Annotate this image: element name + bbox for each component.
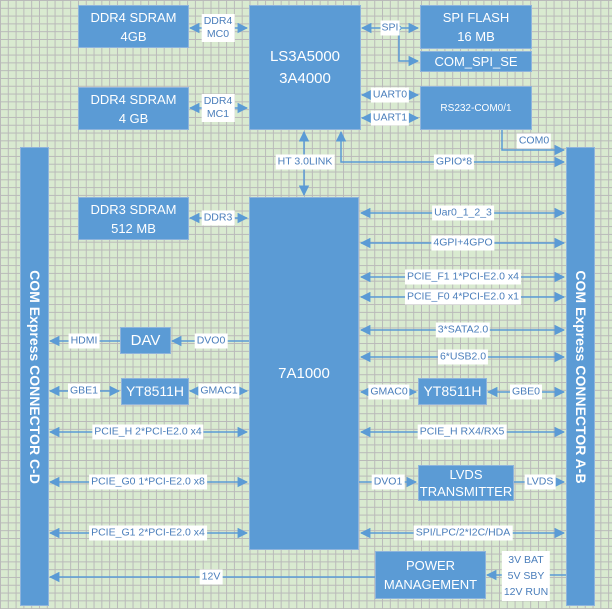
- connector-ab-label: COM Express CONNECTOR A-B: [572, 269, 589, 484]
- label-pcie-g1: PCIE_G1 2*PCI-E2.0 x4: [89, 525, 207, 541]
- cpu-name: LS3A5000: [269, 47, 341, 65]
- block-title: DDR3 SDRAM: [90, 201, 177, 217]
- spi-com-branch: [398, 28, 420, 67]
- label-gpi-gpo: 4GPI+4GPO: [431, 235, 495, 251]
- label-com0: COM0: [516, 133, 552, 149]
- label-uart0: UART0: [370, 87, 410, 103]
- block-title: YT8511H: [423, 383, 482, 399]
- ddr4-sdram-block-2: DDR4 SDRAM 4 GB: [78, 87, 189, 130]
- label-uart0123: Uar0_1_2_3: [432, 205, 494, 221]
- gpio-link: [335, 130, 566, 168]
- label-pcie-h: PCIE_H 2*PCI-E2.0 x4: [92, 424, 204, 440]
- bridge-block: 7A1000: [249, 197, 359, 550]
- power-management-block: POWER MANAGEMENT: [375, 551, 486, 599]
- connector-ab: COM Express CONNECTOR A-B: [566, 147, 595, 606]
- block-size: 4GB: [120, 28, 147, 44]
- com-spi-se-block: COM_SPI_SE: [420, 51, 532, 72]
- label-dvo1: DVO1: [371, 474, 405, 490]
- block-title: DDR4 SDRAM: [90, 9, 177, 25]
- dav-block: DAV: [120, 327, 171, 354]
- label-ddr3: DDR3: [201, 210, 235, 226]
- connector-cd-label: COM Express CONNECTOR C-D: [26, 269, 43, 484]
- label-pcie-g0: PCIE_G0 1*PCI-E2.0 x8: [89, 474, 207, 490]
- block-size: 512 MB: [111, 220, 156, 236]
- block-title: RS232-COM0/1: [440, 102, 512, 114]
- ddr3-sdram-block: DDR3 SDRAM 512 MB: [78, 197, 189, 240]
- label-gmac1: GMAC1: [198, 383, 240, 399]
- bridge-name: 7A1000: [278, 364, 330, 382]
- label-pcie-h-rx: PCIE_H RX4/RX5: [417, 424, 507, 440]
- label-gmac0: GMAC0: [368, 384, 410, 400]
- phy-right-block: YT8511H: [418, 378, 487, 405]
- label-dvo0: DVO0: [194, 333, 228, 349]
- label-ht-link: HT 3.0LINK: [275, 154, 335, 170]
- block-title: COM_SPI_SE: [434, 54, 518, 69]
- block-title: YT8511H: [125, 383, 185, 399]
- label-gbe0: GBE0: [509, 384, 543, 400]
- label-gbe1: GBE1: [67, 383, 101, 399]
- block-title: DDR4 SDRAM: [90, 91, 177, 107]
- label-12v: 12V: [199, 569, 223, 585]
- connector-cd: COM Express CONNECTOR C-D: [20, 147, 49, 606]
- block-size: 4 GB: [118, 110, 149, 126]
- ddr4-sdram-block-1: DDR4 SDRAM 4GB: [78, 5, 189, 48]
- label-spi-lpc: SPI/LPC/2*I2C/HDA: [413, 525, 513, 541]
- rs232-block: RS232-COM0/1: [420, 86, 532, 130]
- label-uart1: UART1: [370, 110, 410, 126]
- label-usb: 6*USB2.0: [437, 349, 489, 365]
- block-title: LVDS: [449, 467, 483, 482]
- cpu-block: LS3A5000 3A4000: [249, 5, 361, 130]
- block-subtitle: MANAGEMENT: [383, 577, 478, 592]
- spi-flash-block: SPI FLASH 16 MB: [420, 5, 532, 49]
- cpu-alt-name: 3A4000: [279, 69, 331, 87]
- block-title: DAV: [130, 331, 161, 349]
- block-title: SPI FLASH: [442, 10, 510, 25]
- label-lvds: LVDS: [524, 474, 556, 490]
- label-sata: 3*SATA2.0: [435, 322, 491, 338]
- block-size: 16 MB: [457, 29, 495, 44]
- phy-left-block: YT8511H: [121, 378, 189, 405]
- label-hdmi: HDMI: [68, 333, 100, 349]
- label-spi: SPI: [380, 20, 400, 36]
- label-pcie-f1: PCIE_F1 1*PCI-E2.0 x4: [404, 269, 522, 285]
- block-subtitle: TRANSMITTER: [419, 484, 513, 499]
- label-pcie-f0: PCIE_F0 4*PCI-E2.0 x1: [404, 289, 522, 305]
- label-gpio: GPIO*8: [433, 154, 475, 170]
- lvds-transmitter-block: LVDS TRANSMITTER: [418, 465, 514, 501]
- block-title: POWER: [405, 558, 456, 573]
